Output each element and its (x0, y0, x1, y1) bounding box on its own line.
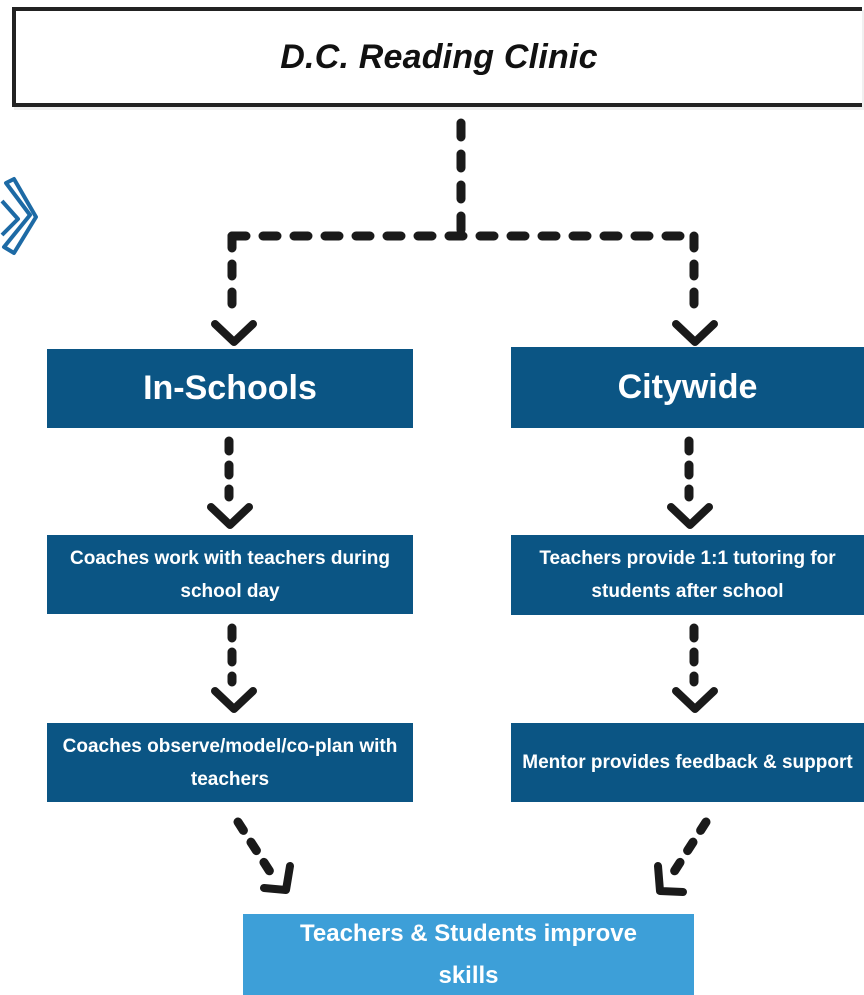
logo-mark-icon (0, 177, 38, 255)
arrowhead-right-top (672, 320, 718, 346)
connector-right-diagonal (665, 817, 711, 883)
arrowhead-left-diagonal (260, 862, 294, 894)
arrowhead-left-low (211, 687, 257, 713)
branch-citywide-heading: Citywide (511, 347, 864, 428)
arrowhead-left-mid (207, 503, 253, 529)
citywide-step-2: Mentor provides feedback & support (511, 723, 864, 802)
citywide-step-1: Teachers provide 1:1 tutoring for studen… (511, 535, 864, 615)
branch-in-schools-heading: In-Schools (47, 349, 413, 428)
arrowhead-right-low (672, 687, 718, 713)
diagram-title: D.C. Reading Clinic (280, 37, 598, 76)
in-schools-step-1: Coaches work with teachers during school… (47, 535, 413, 614)
title-box: D.C. Reading Clinic (12, 7, 862, 107)
arrowhead-left-top (211, 320, 257, 346)
in-schools-step-2: Coaches observe/model/co-plan with teach… (47, 723, 413, 802)
arrowhead-right-diagonal (654, 862, 687, 896)
connector-left-diagonal (233, 817, 279, 883)
outcome-box: Teachers & Students improve skills (243, 914, 694, 995)
arrowhead-right-mid (667, 503, 713, 529)
